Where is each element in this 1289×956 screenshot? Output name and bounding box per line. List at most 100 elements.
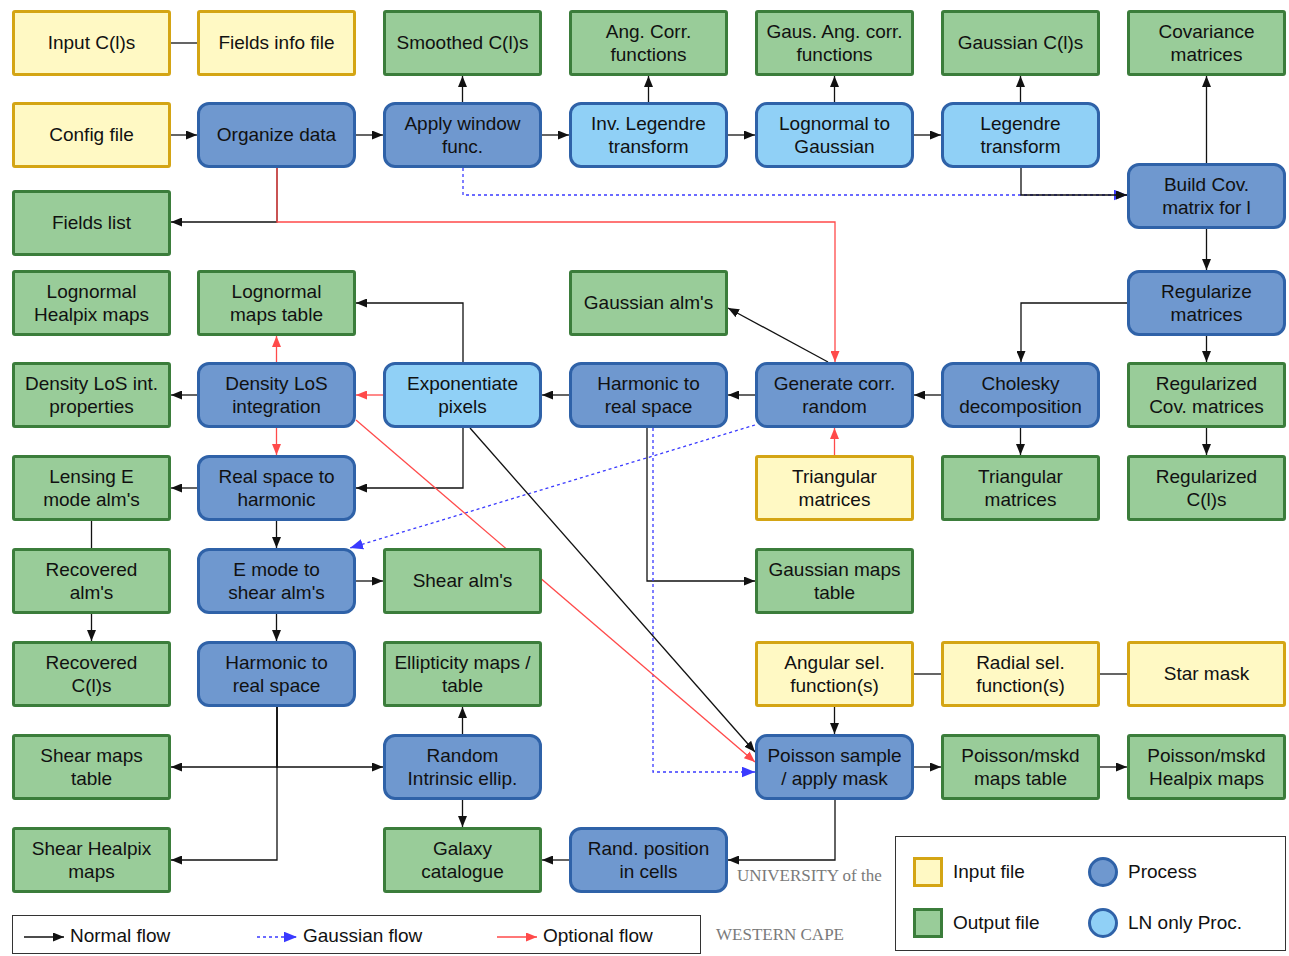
node-label: Apply window func.: [394, 112, 531, 158]
node-label: Galaxy catalogue: [394, 837, 531, 883]
process-box: Apply window func.: [383, 102, 542, 168]
ln-process-box: Exponentiate pixels: [383, 362, 542, 428]
node-label: Fields info file: [218, 31, 334, 54]
flow-connector: [1021, 303, 1127, 362]
node-label: Poisson/mskd Healpix maps: [1138, 744, 1275, 790]
node-label: Cholesky decomposition: [952, 372, 1089, 418]
node-label: Radial sel. function(s): [952, 651, 1089, 697]
flow-connector: [171, 707, 277, 860]
node-label: Recovered alm's: [23, 558, 160, 604]
flow-connector: [462, 800, 463, 827]
output-file-box: Galaxy catalogue: [383, 827, 542, 893]
flow-connector: [1100, 673, 1127, 674]
flow-connector: [914, 673, 941, 674]
node-label: Lognormal maps table: [208, 280, 345, 326]
node-label: Lognormal Healpix maps: [23, 280, 160, 326]
flow-connector: [728, 800, 835, 860]
node-label: Lognormal to Gaussian: [766, 112, 903, 158]
input-file-box: Input C(l)s: [12, 10, 171, 76]
output-file-box: Lognormal Healpix maps: [12, 270, 171, 336]
output-file-box: Lognormal maps table: [197, 270, 356, 336]
flow-connector: [1020, 428, 1021, 455]
output-file-box: Gaussian alm's: [569, 270, 728, 336]
node-label: Gaussian alm's: [584, 291, 713, 314]
flow-connector: [542, 134, 569, 135]
process-box: Density LoS integration: [197, 362, 356, 428]
flow-connector: [356, 420, 755, 762]
node-label: Build Cov. matrix for l: [1138, 173, 1275, 219]
input-file-box: Config file: [12, 102, 171, 168]
node-label: Shear maps table: [23, 744, 160, 790]
node-label: Poisson/mskd maps table: [952, 744, 1089, 790]
flow-connector: [277, 168, 835, 362]
node-label: Inv. Legendre transform: [580, 112, 717, 158]
flow-legend-frame: [13, 916, 701, 954]
output-file-box: Regularized C(l)s: [1127, 455, 1286, 521]
node-label: Regularize matrices: [1138, 280, 1275, 326]
output-file-box: Shear alm's: [383, 548, 542, 614]
process-box: Organize data: [197, 102, 356, 168]
flow-connector: [1206, 229, 1207, 270]
output-file-box: Gaussian maps table: [755, 548, 914, 614]
legend-text: Output file: [953, 912, 1040, 935]
output-file-box: Recovered C(l)s: [12, 641, 171, 707]
flow-connector: [834, 76, 835, 102]
output-file-box: Gaussian C(l)s: [941, 10, 1100, 76]
flow-connector: [276, 428, 277, 455]
node-label: Gaussian maps table: [766, 558, 903, 604]
flow-connector: [462, 76, 463, 102]
process-box: Harmonic to real space: [197, 641, 356, 707]
input-file-box: Fields info file: [197, 10, 356, 76]
flow-connector: [914, 394, 941, 395]
node-label: Fields list: [52, 211, 131, 234]
output-file-box: Smoothed C(l)s: [383, 10, 542, 76]
flow-connector: [276, 336, 277, 362]
flow-connector: [542, 394, 569, 395]
output-file-box: Fields list: [12, 190, 171, 256]
node-label: Star mask: [1164, 662, 1250, 685]
shape-legend-frame: [896, 837, 1286, 951]
process-box: Harmonic to real space: [569, 362, 728, 428]
node-label: Smoothed C(l)s: [397, 31, 529, 54]
node-label: Real space to harmonic: [208, 465, 345, 511]
process-box: Poisson sample / apply mask: [755, 734, 914, 800]
flow-connector: [914, 134, 941, 135]
output-file-box: Triangular matrices: [941, 455, 1100, 521]
node-label: Exponentiate pixels: [394, 372, 531, 418]
flow-connector: [171, 487, 197, 488]
flow-connector: [171, 394, 197, 395]
flow-connector: [91, 614, 92, 641]
output-file-box: Covariance matrices: [1127, 10, 1286, 76]
output-file-box: Poisson/mskd Healpix maps: [1127, 734, 1286, 800]
node-label: Config file: [49, 123, 134, 146]
output-file-box: Recovered alm's: [12, 548, 171, 614]
node-label: Recovered C(l)s: [23, 651, 160, 697]
ln-process-box: Inv. Legendre transform: [569, 102, 728, 168]
node-label: Shear Healpix maps: [23, 837, 160, 883]
legend-swatch: [913, 857, 943, 887]
legend-text: Normal flow: [70, 925, 170, 948]
node-label: Regularized Cov. matrices: [1138, 372, 1275, 418]
flow-connector: [653, 428, 755, 772]
flow-connector: [356, 580, 383, 581]
output-file-box: Lensing E mode alm's: [12, 455, 171, 521]
output-file-box: Gaus. Ang. corr. functions: [755, 10, 914, 76]
node-label: Legendre transform: [952, 112, 1089, 158]
node-label: Poisson sample / apply mask: [766, 744, 903, 790]
node-label: Harmonic to real space: [208, 651, 345, 697]
output-file-box: Regularized Cov. matrices: [1127, 362, 1286, 428]
flow-connector: [834, 707, 835, 734]
legend-text: Process: [1128, 861, 1197, 884]
flow-connector: [171, 134, 197, 135]
node-label: Random Intrinsic ellip.: [394, 744, 531, 790]
output-file-box: Poisson/mskd maps table: [941, 734, 1100, 800]
node-label: Gaus. Ang. corr. functions: [766, 20, 903, 66]
legend-circle: [1088, 857, 1118, 887]
watermark-text: UNIVERSITY of the: [735, 866, 884, 886]
flow-connector: [356, 134, 383, 135]
input-file-box: Radial sel. function(s): [941, 641, 1100, 707]
node-label: Lensing E mode alm's: [23, 465, 160, 511]
flow-connector: [463, 168, 1127, 195]
ln-process-box: Lognormal to Gaussian: [755, 102, 914, 168]
process-box: Build Cov. matrix for l: [1127, 163, 1286, 229]
